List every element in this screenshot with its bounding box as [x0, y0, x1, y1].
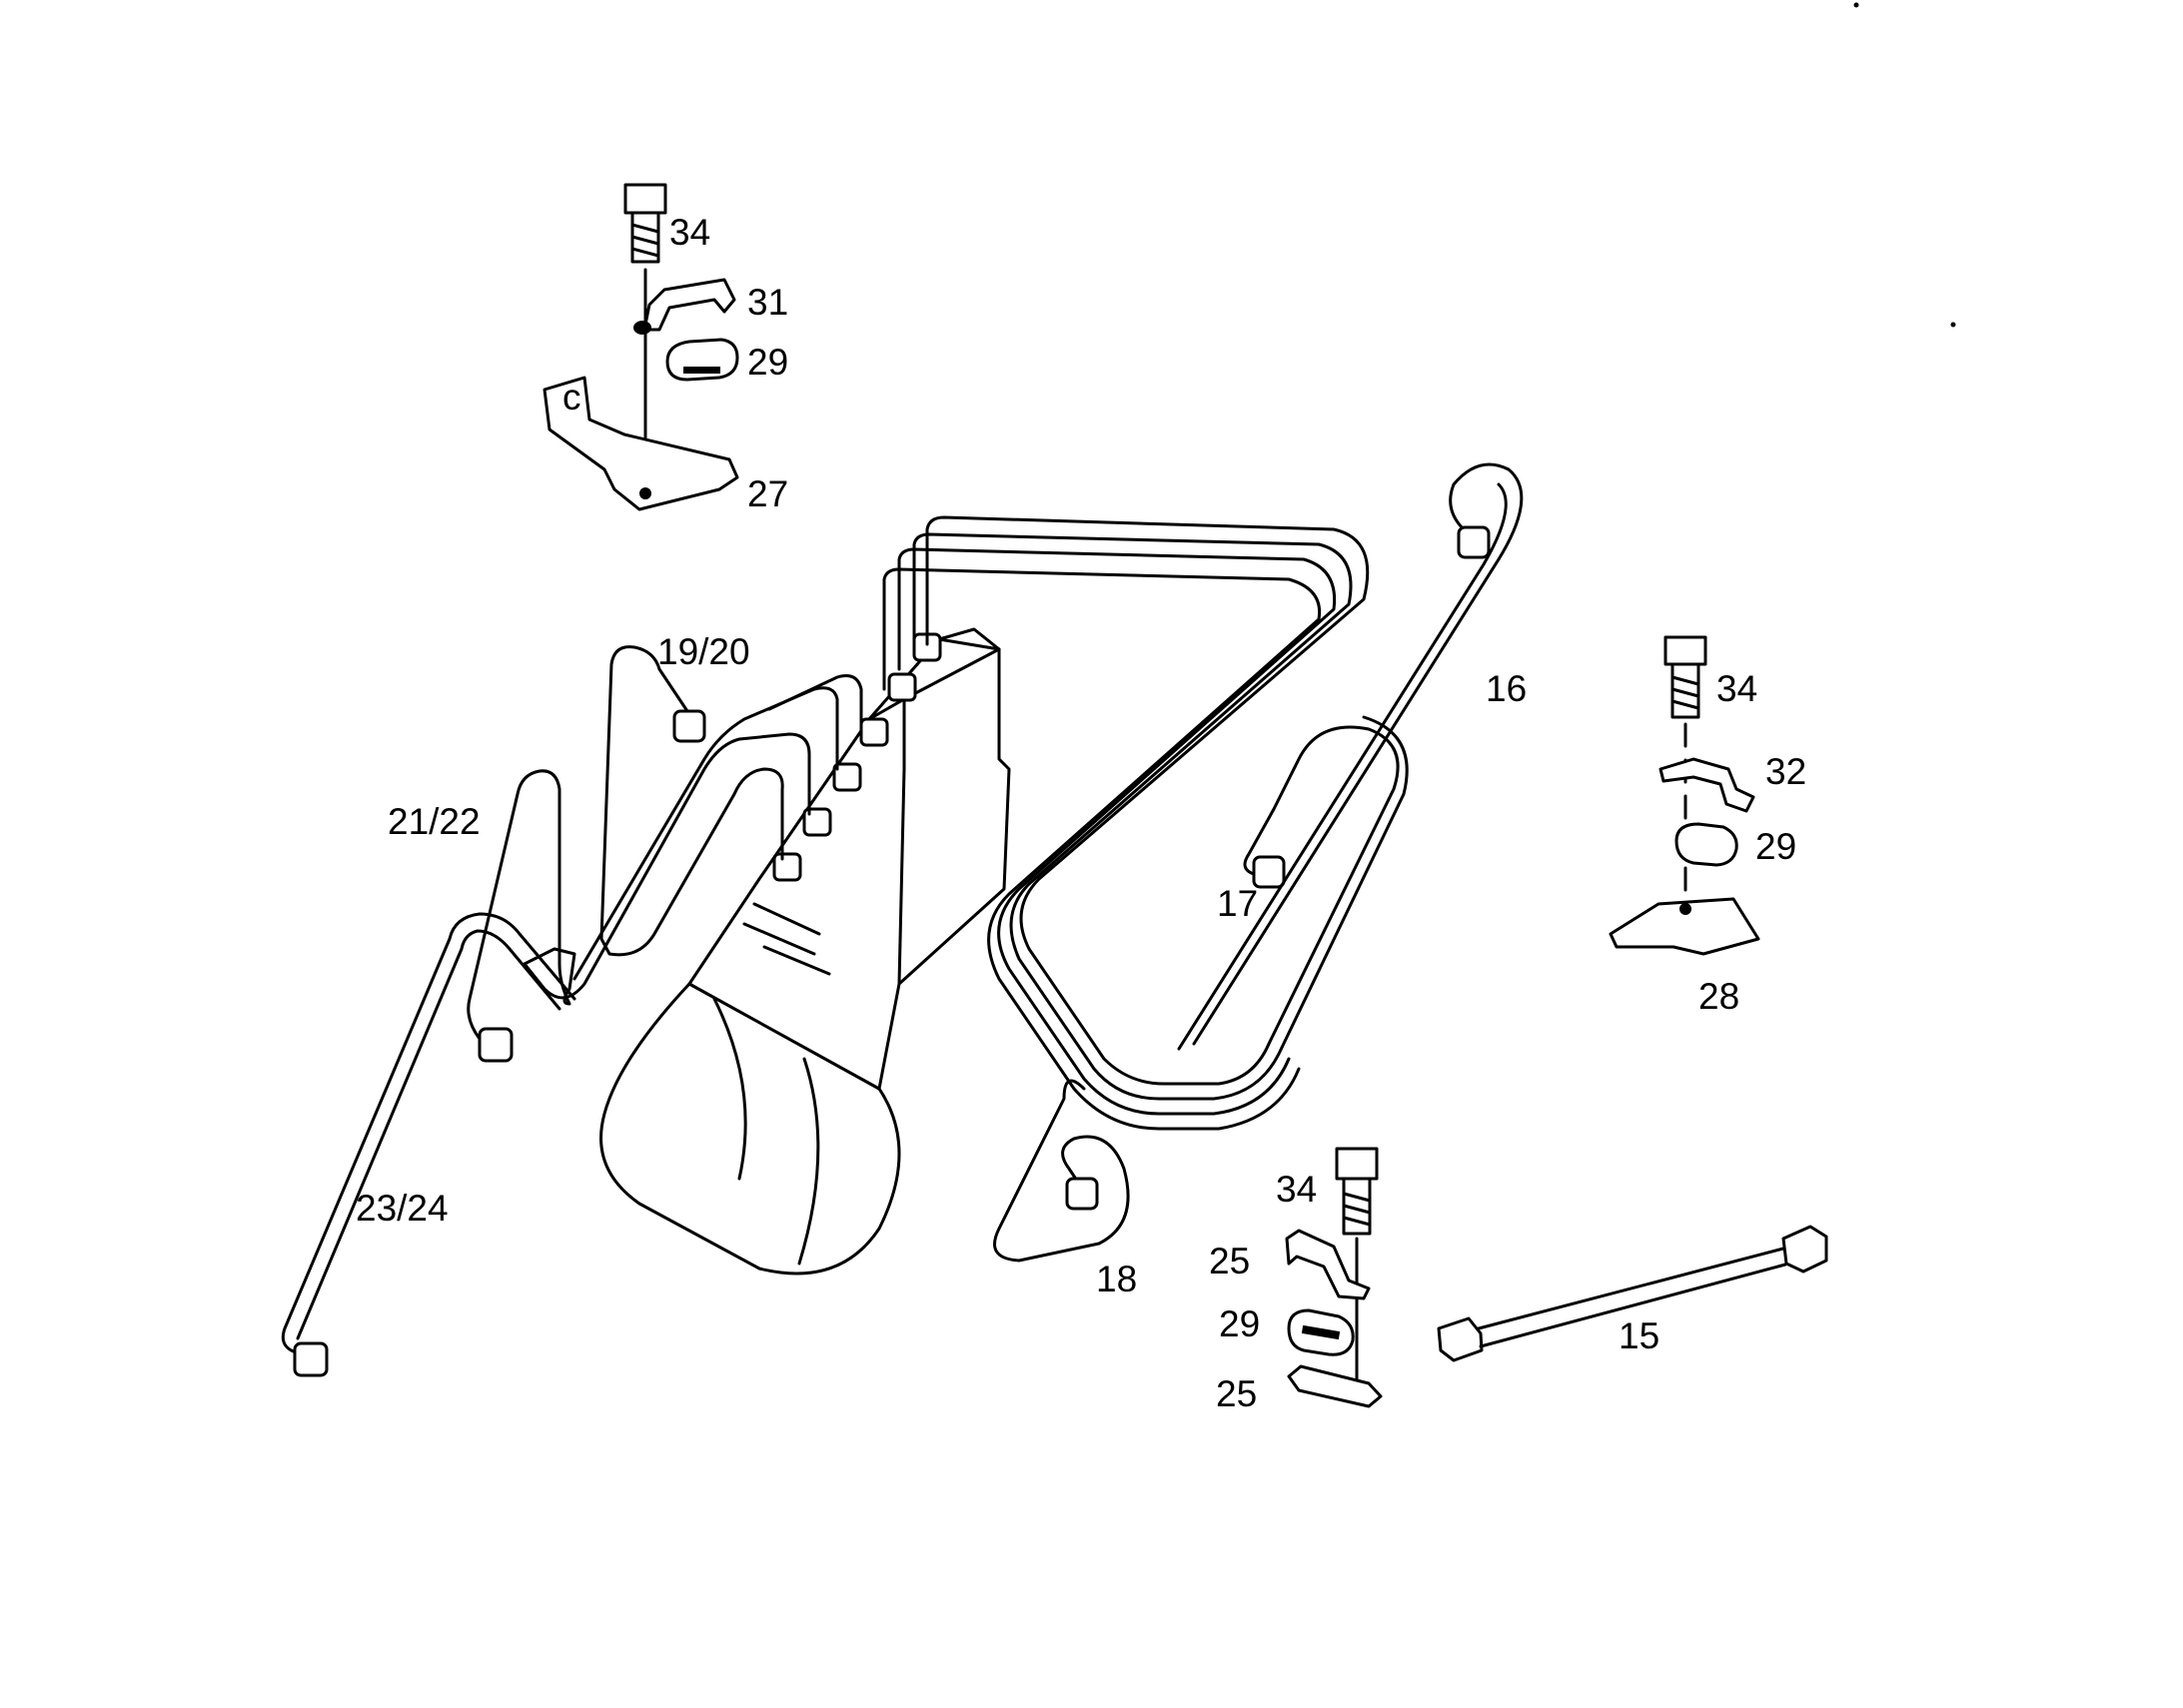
callout-16: 16 — [1486, 668, 1527, 709]
clamp-31 — [642, 278, 736, 332]
bolt-34-head-right — [1663, 635, 1707, 666]
pipe-21-22 — [467, 769, 576, 1041]
clamp-25-top — [1285, 1229, 1371, 1300]
callout-28: 28 — [1698, 976, 1739, 1017]
pipe-15-nut-left — [1437, 1316, 1484, 1362]
bracket-28 — [1609, 897, 1760, 956]
pipe-15-tube-top — [1477, 1247, 1785, 1330]
pipe-bundle-loop-outer — [925, 515, 1400, 1086]
pipe-15-tube-bottom — [1479, 1263, 1787, 1348]
clamp-32 — [1658, 757, 1755, 813]
bolt-34-head-bottom — [1335, 1147, 1379, 1181]
pipe-23-24-inner — [296, 929, 561, 1340]
bolt-34-thread-bottom — [1342, 1192, 1372, 1227]
pipe-17-nut — [1252, 855, 1286, 889]
callout-29-top: 29 — [747, 342, 788, 383]
pump-governor-housing — [599, 982, 901, 1276]
grommet-29-right — [1674, 822, 1738, 867]
pipe-19-20 — [599, 645, 784, 957]
speck-2 — [1853, 2, 1859, 8]
pipe-16 — [1192, 462, 1524, 1046]
bolt-34-head-top — [623, 183, 667, 215]
callout-31: 31 — [747, 282, 788, 323]
callout-17: 17 — [1217, 883, 1258, 924]
pump-rib-3 — [762, 945, 831, 976]
callout-27: 27 — [747, 473, 788, 514]
callout-29-bottom: 29 — [1219, 1303, 1260, 1344]
bolt-34-thread-top — [630, 223, 660, 258]
callout-25-top: 25 — [1209, 1241, 1250, 1281]
callout-34-right: 34 — [1716, 668, 1757, 709]
pump-outlet-nuts — [772, 632, 942, 882]
bracket-assembly-top: c — [543, 183, 739, 511]
pump-main-body — [687, 637, 1011, 1091]
callout-32: 32 — [1765, 751, 1806, 792]
bracket-assembly-right — [1609, 635, 1760, 956]
pipe-15-assembly — [1437, 1225, 1828, 1362]
pipe-bundle-left-1 — [523, 732, 811, 1000]
callout-34-bottom: 34 — [1276, 1169, 1317, 1210]
pipe-16-nut — [1457, 525, 1491, 559]
pump-drum-line-2 — [797, 1057, 820, 1266]
callout-15: 15 — [1619, 1315, 1659, 1356]
pipe-bundle-loop-3 — [897, 547, 1337, 1116]
pipe-23-24 — [281, 912, 576, 1355]
pipe-bundle-left-3 — [767, 674, 863, 726]
callout-34-top: 34 — [669, 212, 710, 253]
pump-drum-line-1 — [712, 997, 747, 1181]
pipe-17 — [1243, 807, 1276, 876]
pump-top-edge — [937, 627, 1001, 651]
callout-21-22: 21/22 — [388, 801, 481, 842]
injection-pump — [599, 627, 1011, 1276]
callout-23-24: 23/24 — [356, 1188, 449, 1229]
bracket-27-hole — [639, 487, 651, 499]
pipe-19-20-nut — [672, 709, 706, 743]
injection-pipes — [281, 462, 1524, 1377]
pipe-16-inner — [1177, 482, 1508, 1051]
pump-rib-2 — [742, 922, 816, 956]
callout-25-bottom: 25 — [1216, 1373, 1257, 1414]
grommet-29-top-dots — [683, 367, 720, 374]
grommet-29-bottom-dots — [1301, 1324, 1341, 1340]
clamp-assembly-bottom — [1285, 1147, 1383, 1408]
callout-18: 18 — [1096, 1259, 1137, 1299]
callout-19-20: 19/20 — [657, 631, 750, 672]
callout-29-right: 29 — [1755, 826, 1796, 867]
clamp-25-bottom — [1287, 1364, 1383, 1408]
pipe-bundle-loop-2 — [912, 532, 1409, 1101]
bolt-34-thread-right — [1670, 675, 1700, 710]
speck-1 — [1950, 322, 1956, 328]
bracket-27-mark: c — [562, 377, 581, 418]
pipe-21-22-nut — [478, 1027, 514, 1063]
pipe-23-24-nut — [293, 1341, 329, 1377]
pipe-bundle-loop-4 — [882, 567, 1322, 1131]
clamp-31-hole — [633, 321, 651, 335]
bracket-27 — [543, 376, 739, 511]
bracket-28-hole — [1679, 903, 1691, 915]
callout-labels: 34 31 29 27 19/20 21/22 23/24 16 17 18 3… — [356, 212, 1806, 1414]
pipe-15-nut-right — [1781, 1225, 1828, 1274]
pump-vertical-edge — [897, 697, 906, 986]
pipe-18 — [993, 1079, 1130, 1263]
pipe-18-nut — [1065, 1177, 1099, 1211]
pump-rib-1 — [752, 902, 821, 936]
